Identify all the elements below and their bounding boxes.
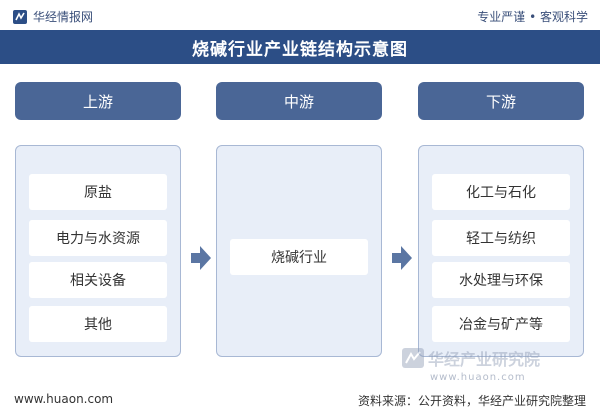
footer-source: 资料来源：公开资料，华经产业研究院整理 [357,394,586,408]
arrow-right-icon [392,246,412,270]
watermark-logo-icon [402,348,424,368]
watermark-name: 华经产业研究院 [428,350,541,369]
arrow-right-icon [191,246,211,270]
midstream-item: 烧碱行业 [230,239,368,275]
brand-logo-icon [13,9,27,24]
upstream-header: 上游 [15,82,181,120]
upstream-item: 原盐 [29,174,167,210]
downstream-header: 下游 [418,82,584,120]
page-title: 烧碱行业产业链结构示意图 [192,39,408,60]
downstream-item: 轻工与纺织 [432,220,570,256]
upstream-item: 电力与水资源 [29,220,167,256]
midstream-panel: 烧碱行业 [216,145,382,357]
title-band: 烧碱行业产业链结构示意图 [0,30,600,64]
upstream-item: 相关设备 [29,262,167,298]
watermark-url: www.huaon.com [430,372,526,383]
upstream-item: 其他 [29,306,167,342]
slogan: 专业严谨 • 客观科学 [477,10,588,24]
brand-name: 华经情报网 [33,10,94,24]
downstream-item: 水处理与环保 [432,262,570,298]
footer-url: www.huaon.com [14,392,114,406]
midstream-header: 中游 [216,82,382,120]
downstream-item: 冶金与矿产等 [432,306,570,342]
upstream-panel: 原盐 电力与水资源 相关设备 其他 [15,145,181,357]
watermark: 华经产业研究院 [402,346,540,370]
downstream-item: 化工与石化 [432,174,570,210]
brand: 华经情报网 [12,8,93,25]
downstream-panel: 化工与石化 轻工与纺织 水处理与环保 冶金与矿产等 [418,145,584,357]
top-bar: 华经情报网 专业严谨 • 客观科学 [0,0,600,32]
